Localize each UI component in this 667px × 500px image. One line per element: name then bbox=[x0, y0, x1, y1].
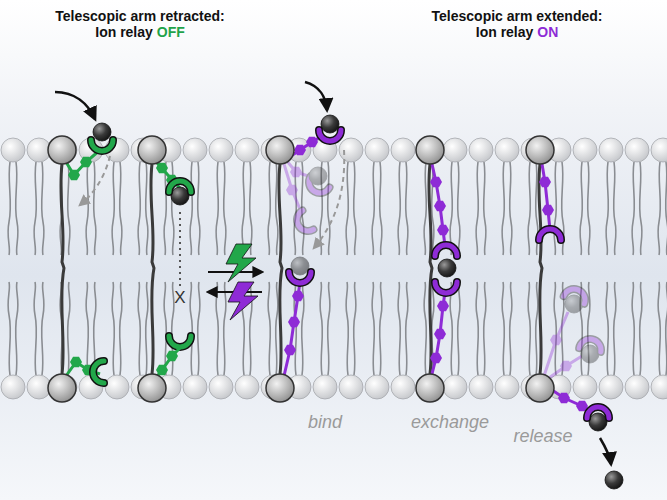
green-receptor bbox=[156, 162, 191, 378]
heading: Ion relay bbox=[476, 24, 534, 40]
purple-receptor-bind bbox=[284, 82, 344, 376]
backbones bbox=[61, 164, 542, 374]
text-line: Ion relayON bbox=[392, 24, 642, 40]
heading: Telescopic arm retracted: bbox=[55, 8, 224, 24]
heading-group: Telescopic arm retracted:Ion relayOFF bbox=[30, 8, 250, 40]
heading: Ion relay bbox=[95, 24, 153, 40]
step-label-group: release bbox=[506, 426, 580, 447]
text-line: X bbox=[168, 288, 192, 308]
step-label: exchange bbox=[411, 412, 489, 432]
heading: Telescopic arm extended: bbox=[432, 8, 603, 24]
purple-receptor-exchange bbox=[430, 164, 457, 374]
heading: OFF bbox=[157, 24, 185, 40]
step-label-group: bind bbox=[290, 412, 360, 433]
block-mark: X bbox=[174, 288, 185, 307]
step-label: bind bbox=[308, 412, 342, 432]
text-line: bind bbox=[290, 412, 360, 433]
heading: ON bbox=[537, 24, 558, 40]
text-line: Ion relayOFF bbox=[30, 24, 250, 40]
step-label: release bbox=[513, 426, 572, 446]
heading-group: Telescopic arm extended:Ion relayON bbox=[392, 8, 642, 40]
text-line: Telescopic arm retracted: bbox=[30, 8, 250, 24]
text-line: release bbox=[506, 426, 580, 447]
text-line: Telescopic arm extended: bbox=[392, 8, 642, 24]
step-label-group: exchange bbox=[400, 412, 500, 433]
anchor-heads bbox=[48, 136, 554, 402]
block-mark-group: X bbox=[168, 288, 192, 308]
text-line: exchange bbox=[400, 412, 500, 433]
light-switch bbox=[208, 244, 262, 320]
